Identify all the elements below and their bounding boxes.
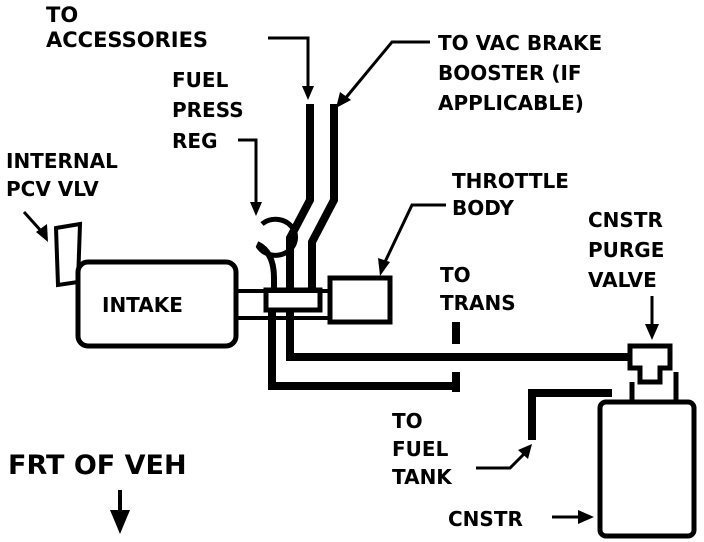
purge-arrowhead xyxy=(645,324,659,340)
label-pcv-1: INTERNAL xyxy=(6,149,118,173)
label-tank-2: FUEL xyxy=(392,437,449,461)
label-throttle-1: THROTTLE xyxy=(452,169,569,193)
tank-arrowhead xyxy=(518,444,532,459)
label-purge-2: PURGE xyxy=(588,238,664,262)
brake-arrowhead xyxy=(336,92,351,108)
throttle-body xyxy=(327,275,393,325)
fpr-arrowhead xyxy=(250,202,262,216)
label-fpr-1: FUEL xyxy=(172,68,229,92)
label-tank-1: TO xyxy=(392,409,423,433)
label-pcv-2: PCV VLV xyxy=(6,177,99,201)
front-arrowhead xyxy=(110,510,130,534)
label-front-of-vehicle: FRT OF VEH xyxy=(8,450,187,481)
pcv-leader xyxy=(22,210,44,234)
label-accessories-2: ACCESSORIES xyxy=(46,28,208,52)
fuel-tank-vapor-line xyxy=(528,389,612,440)
label-intake: INTAKE xyxy=(102,293,183,317)
trans-vacuum-line xyxy=(268,310,456,390)
fpr-leader xyxy=(238,138,258,208)
intake-plenum xyxy=(75,259,239,349)
cnstr-purge-valve xyxy=(627,343,673,385)
label-canister: CNSTR xyxy=(448,507,523,531)
tank-leader xyxy=(476,450,528,470)
label-purge-3: VALVE xyxy=(588,268,657,292)
canister-arrowhead xyxy=(578,510,594,524)
brake-leader xyxy=(342,40,430,101)
label-brake-2: BOOSTER (IF xyxy=(438,61,582,85)
throttle-arrowhead xyxy=(378,258,390,276)
label-brake-1: TO VAC BRAKE xyxy=(438,31,602,55)
accessories-vacuum-line xyxy=(286,104,314,292)
label-tank-3: TANK xyxy=(392,465,453,489)
throttle-leader xyxy=(382,203,446,265)
fpr-vacuum-hose xyxy=(255,241,277,292)
accessories-leader xyxy=(268,36,310,92)
charcoal-canister xyxy=(597,399,697,539)
canister-purge-line xyxy=(286,310,630,361)
label-trans-2: TRANS xyxy=(440,291,516,315)
label-purge-1: CNSTR xyxy=(588,208,663,232)
label-throttle-2: BODY xyxy=(452,196,514,220)
brake-booster-vacuum-line xyxy=(308,104,338,292)
label-fpr-3: REG xyxy=(172,129,217,153)
label-trans-1: TO xyxy=(440,263,471,287)
accessories-arrowhead xyxy=(302,86,314,100)
pcv-arrowhead xyxy=(36,224,48,242)
label-accessories-1: TO xyxy=(46,3,78,27)
label-brake-3: APPLICABLE) xyxy=(438,91,584,115)
label-fpr-2: PRESS xyxy=(172,98,244,122)
purge-valve-stem xyxy=(629,372,679,402)
